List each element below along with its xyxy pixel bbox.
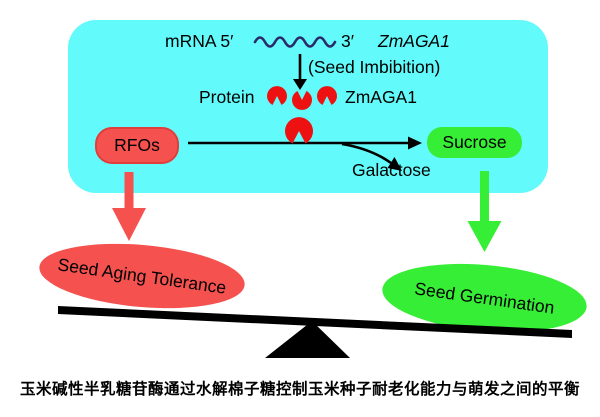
pathway-panel [68, 20, 548, 193]
figure-caption: 玉米碱性半乳糖苷酶通过水解棉子糖控制玉米种子耐老化能力与萌发之间的平衡 [19, 379, 580, 398]
mrna-3prime-label: 3′ [341, 31, 355, 51]
seed-imbibition-label: (Seed Imbibition) [308, 57, 441, 77]
protein-name-label: ZmAGA1 [345, 87, 417, 107]
seed-aging-tolerance-ellipse: Seed Aging Tolerance [36, 236, 248, 316]
seed-aging-tolerance-label: Seed Aging Tolerance [56, 253, 228, 298]
gene-name-label: ZmAGA1 [378, 31, 450, 51]
mrna-5prime-label: mRNA 5′ [165, 31, 234, 51]
protein-label: Protein [199, 87, 255, 107]
rfos-label: RFOs [114, 135, 160, 155]
galactose-label: Galactose [352, 160, 431, 180]
fulcrum-triangle-icon [265, 321, 350, 358]
rfos-pill: RFOs [95, 127, 179, 164]
sucrose-label: Sucrose [442, 132, 507, 152]
seed-germination-label: Seed Germination [413, 277, 556, 318]
seed-germination-ellipse: Seed Germination [379, 256, 590, 340]
sucrose-pill: Sucrose [427, 127, 522, 158]
